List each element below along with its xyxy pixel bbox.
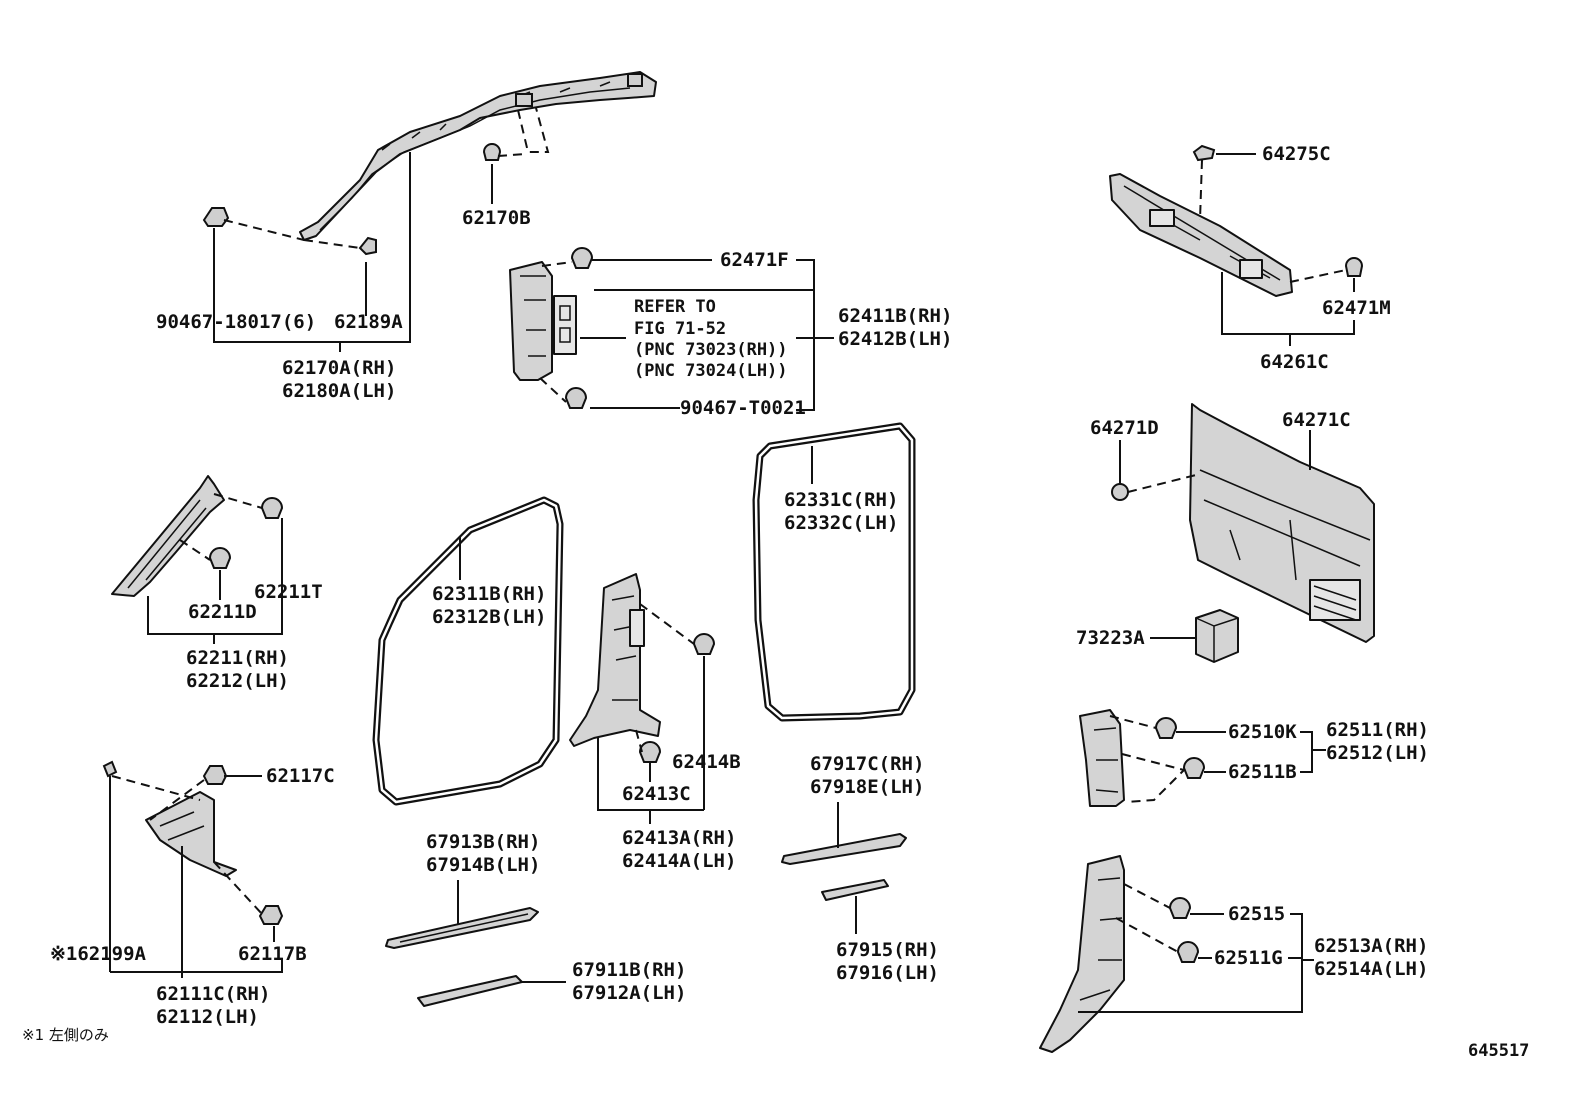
label-67915-rh: 67915(RH)	[836, 939, 939, 961]
box-73223a	[1195, 609, 1239, 663]
label-67914b-lh: 67914B(LH)	[426, 854, 540, 876]
label-62514a-lh: 62514A(LH)	[1314, 958, 1428, 980]
label-62471m: 62471M	[1322, 297, 1391, 319]
clip-62117c	[202, 765, 228, 785]
label-62312b-lh: 62312B(LH)	[432, 606, 546, 628]
quarter-trim-upper	[1079, 709, 1125, 807]
refer-line-3: (PNC 73023(RH))	[634, 340, 788, 360]
center-pillar-lower-garnish	[569, 573, 661, 747]
label-62117c: 62117C	[266, 765, 335, 787]
refer-line-1: REFER TO	[634, 297, 716, 317]
label-62512-lh: 62512(LH)	[1326, 742, 1429, 764]
clip-62211d	[208, 547, 232, 569]
label-62510k: 62510K	[1228, 721, 1297, 743]
label-90467-18017: 90467-18017(6)	[156, 311, 316, 333]
clip-64271d	[1111, 483, 1129, 501]
rear-scuff-inner	[821, 879, 889, 901]
label-62511g: 62511G	[1214, 947, 1283, 969]
clip-62510k	[1154, 717, 1178, 739]
label-62515: 62515	[1228, 903, 1285, 925]
label-73223a: 73223A	[1076, 627, 1145, 649]
rear-scuff-plate	[781, 833, 907, 865]
label-62332c-lh: 62332C(LH)	[784, 512, 898, 534]
clip-62515	[1168, 897, 1192, 919]
sub-part-62199a	[102, 760, 118, 778]
clip-64275c	[1192, 144, 1216, 162]
label-64271d: 64271D	[1090, 417, 1159, 439]
label-67916-lh: 67916(LH)	[836, 962, 939, 984]
label-62311b-rh: 62311B(RH)	[432, 583, 546, 605]
label-62413c: 62413C	[622, 783, 691, 805]
refer-line-2: FIG 71-52	[634, 319, 726, 339]
refer-line-4: (PNC 73024(LH))	[634, 361, 788, 381]
label-64275c: 64275C	[1262, 143, 1331, 165]
label-67918e-lh: 67918E(LH)	[810, 776, 924, 798]
label-62199a: ※162199A	[50, 943, 147, 965]
label-67911b-rh: 67911B(RH)	[572, 959, 686, 981]
back-trim-panel	[1189, 403, 1375, 643]
label-62180a-lh: 62180A(LH)	[282, 380, 396, 402]
label-62414b: 62414B	[672, 751, 741, 773]
label-62117b: 62117B	[238, 943, 307, 965]
quarter-trim-lower	[1039, 855, 1125, 1053]
label-64271c: 64271C	[1282, 409, 1351, 431]
clip-62117b	[258, 905, 284, 925]
center-pillar-upper-garnish	[509, 261, 577, 381]
clip-62414b	[692, 633, 716, 655]
clip-62471m	[1344, 257, 1364, 277]
label-62511-rh: 62511(RH)	[1326, 719, 1429, 741]
label-62212-lh: 62212(LH)	[186, 670, 289, 692]
label-62511b: 62511B	[1228, 761, 1297, 783]
label-62513a-rh: 62513A(RH)	[1314, 935, 1428, 957]
label-62211-rh: 62211(RH)	[186, 647, 289, 669]
label-62170a-rh: 62170A(RH)	[282, 357, 396, 379]
label-62412b-lh: 62412B(LH)	[838, 328, 952, 350]
rear-door-weatherstrip	[752, 422, 916, 722]
label-64261c: 64261C	[1260, 351, 1329, 373]
clip-62413c	[638, 741, 662, 763]
label-62414a-lh: 62414A(LH)	[622, 850, 736, 872]
diagram-id: 645517	[1468, 1041, 1529, 1061]
label-62413a-rh: 62413A(RH)	[622, 827, 736, 849]
footnote: ※1 左側のみ	[22, 1026, 109, 1044]
a-pillar-clips	[202, 143, 502, 256]
a-pillar-upper-garnish	[299, 71, 657, 241]
label-62211d: 62211D	[188, 601, 257, 623]
front-scuff-inner	[417, 975, 523, 1007]
label-90467-t0021: 90467-T0021	[680, 397, 806, 419]
label-67917c-rh: 67917C(RH)	[810, 753, 924, 775]
label-62471f: 62471F	[720, 249, 789, 271]
label-62189a: 62189A	[334, 311, 403, 333]
label-62111c-rh: 62111C(RH)	[156, 983, 270, 1005]
cowl-side-trim	[145, 791, 237, 877]
back-door-header-trim	[1109, 173, 1293, 297]
front-door-weatherstrip	[372, 496, 564, 806]
clip-62511b	[1182, 757, 1206, 779]
label-62170b: 62170B	[462, 207, 531, 229]
label-62411b-rh: 62411B(RH)	[838, 305, 952, 327]
clip-62511g	[1176, 941, 1200, 963]
label-62211t: 62211T	[254, 581, 323, 603]
center-pillar-clips	[564, 247, 594, 409]
label-67913b-rh: 67913B(RH)	[426, 831, 540, 853]
label-62112-lh: 62112(LH)	[156, 1006, 259, 1028]
a-pillar-lower-garnish	[111, 475, 225, 597]
clip-62211t	[260, 497, 284, 519]
label-62331c-rh: 62331C(RH)	[784, 489, 898, 511]
label-67912a-lh: 67912A(LH)	[572, 982, 686, 1004]
